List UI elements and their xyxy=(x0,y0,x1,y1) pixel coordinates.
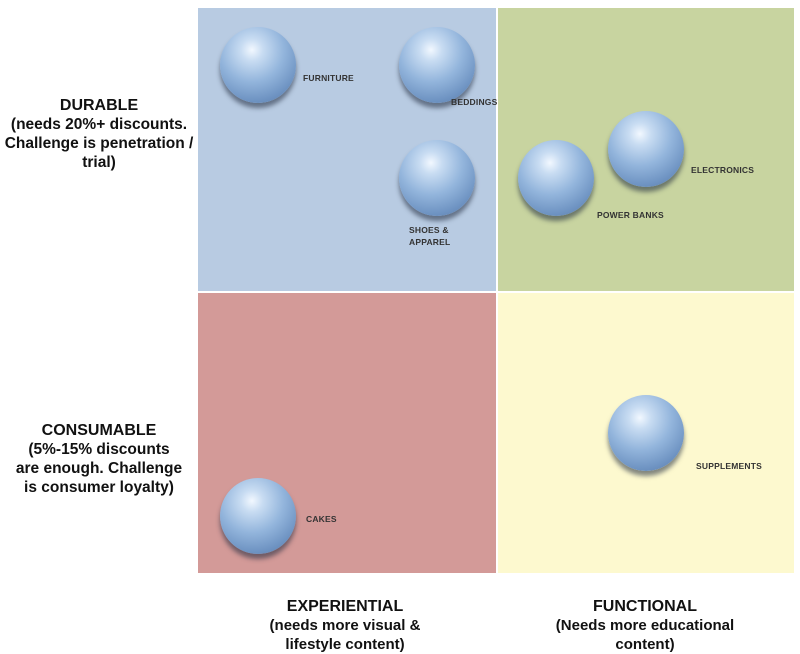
consumable-heading: CONSUMABLE xyxy=(41,422,157,439)
bubble-beddings xyxy=(399,27,475,103)
label-beddings: BEDDINGS xyxy=(451,97,498,107)
bubble-cakes xyxy=(220,478,296,554)
bubble-power-banks xyxy=(518,140,594,216)
bubble-shoes-apparel xyxy=(399,140,475,216)
label-furniture: FURNITURE xyxy=(303,73,354,83)
bubble-electronics xyxy=(608,111,684,187)
experiential-desc-line-2: lifestyle content) xyxy=(285,636,405,653)
label-shoes-apparel: SHOES & APPAREL xyxy=(409,225,451,247)
consumable-desc-line-1: (5%-15% discounts xyxy=(28,441,170,458)
x-axis-label-experiential: EXPERIENTIAL (needs more visual & lifest… xyxy=(235,597,455,654)
x-axis-label-functional: FUNCTIONAL (Needs more educational conte… xyxy=(535,597,755,654)
consumable-desc-line-2: are enough. Challenge xyxy=(15,460,183,477)
durable-desc-line-2: Challenge is penetration / xyxy=(4,135,194,152)
functional-heading: FUNCTIONAL xyxy=(593,598,697,615)
functional-desc-line-2: content) xyxy=(615,636,675,653)
label-cakes: CAKES xyxy=(306,514,337,524)
label-supplements: SUPPLEMENTS xyxy=(696,461,762,471)
consumable-desc-line-3: is consumer loyalty) xyxy=(24,479,174,496)
bubble-furniture xyxy=(220,27,296,103)
durable-desc-line-3: trial) xyxy=(82,154,116,171)
bubble-supplements xyxy=(608,395,684,471)
durable-heading: DURABLE xyxy=(59,97,139,114)
experiential-heading: EXPERIENTIAL xyxy=(286,598,404,615)
label-electronics: ELECTRONICS xyxy=(691,165,755,175)
y-axis-label-consumable: CONSUMABLE (5%-15% discounts are enough.… xyxy=(4,421,194,497)
functional-desc-line-1: (Needs more educational xyxy=(555,617,735,634)
y-axis-label-durable: DURABLE (needs 20%+ discounts. Challenge… xyxy=(4,96,194,172)
experiential-desc-line-1: (needs more visual & xyxy=(269,617,421,634)
label-power-banks: POWER BANKS xyxy=(597,210,664,220)
durable-desc-line-1: (needs 20%+ discounts. xyxy=(10,116,188,133)
